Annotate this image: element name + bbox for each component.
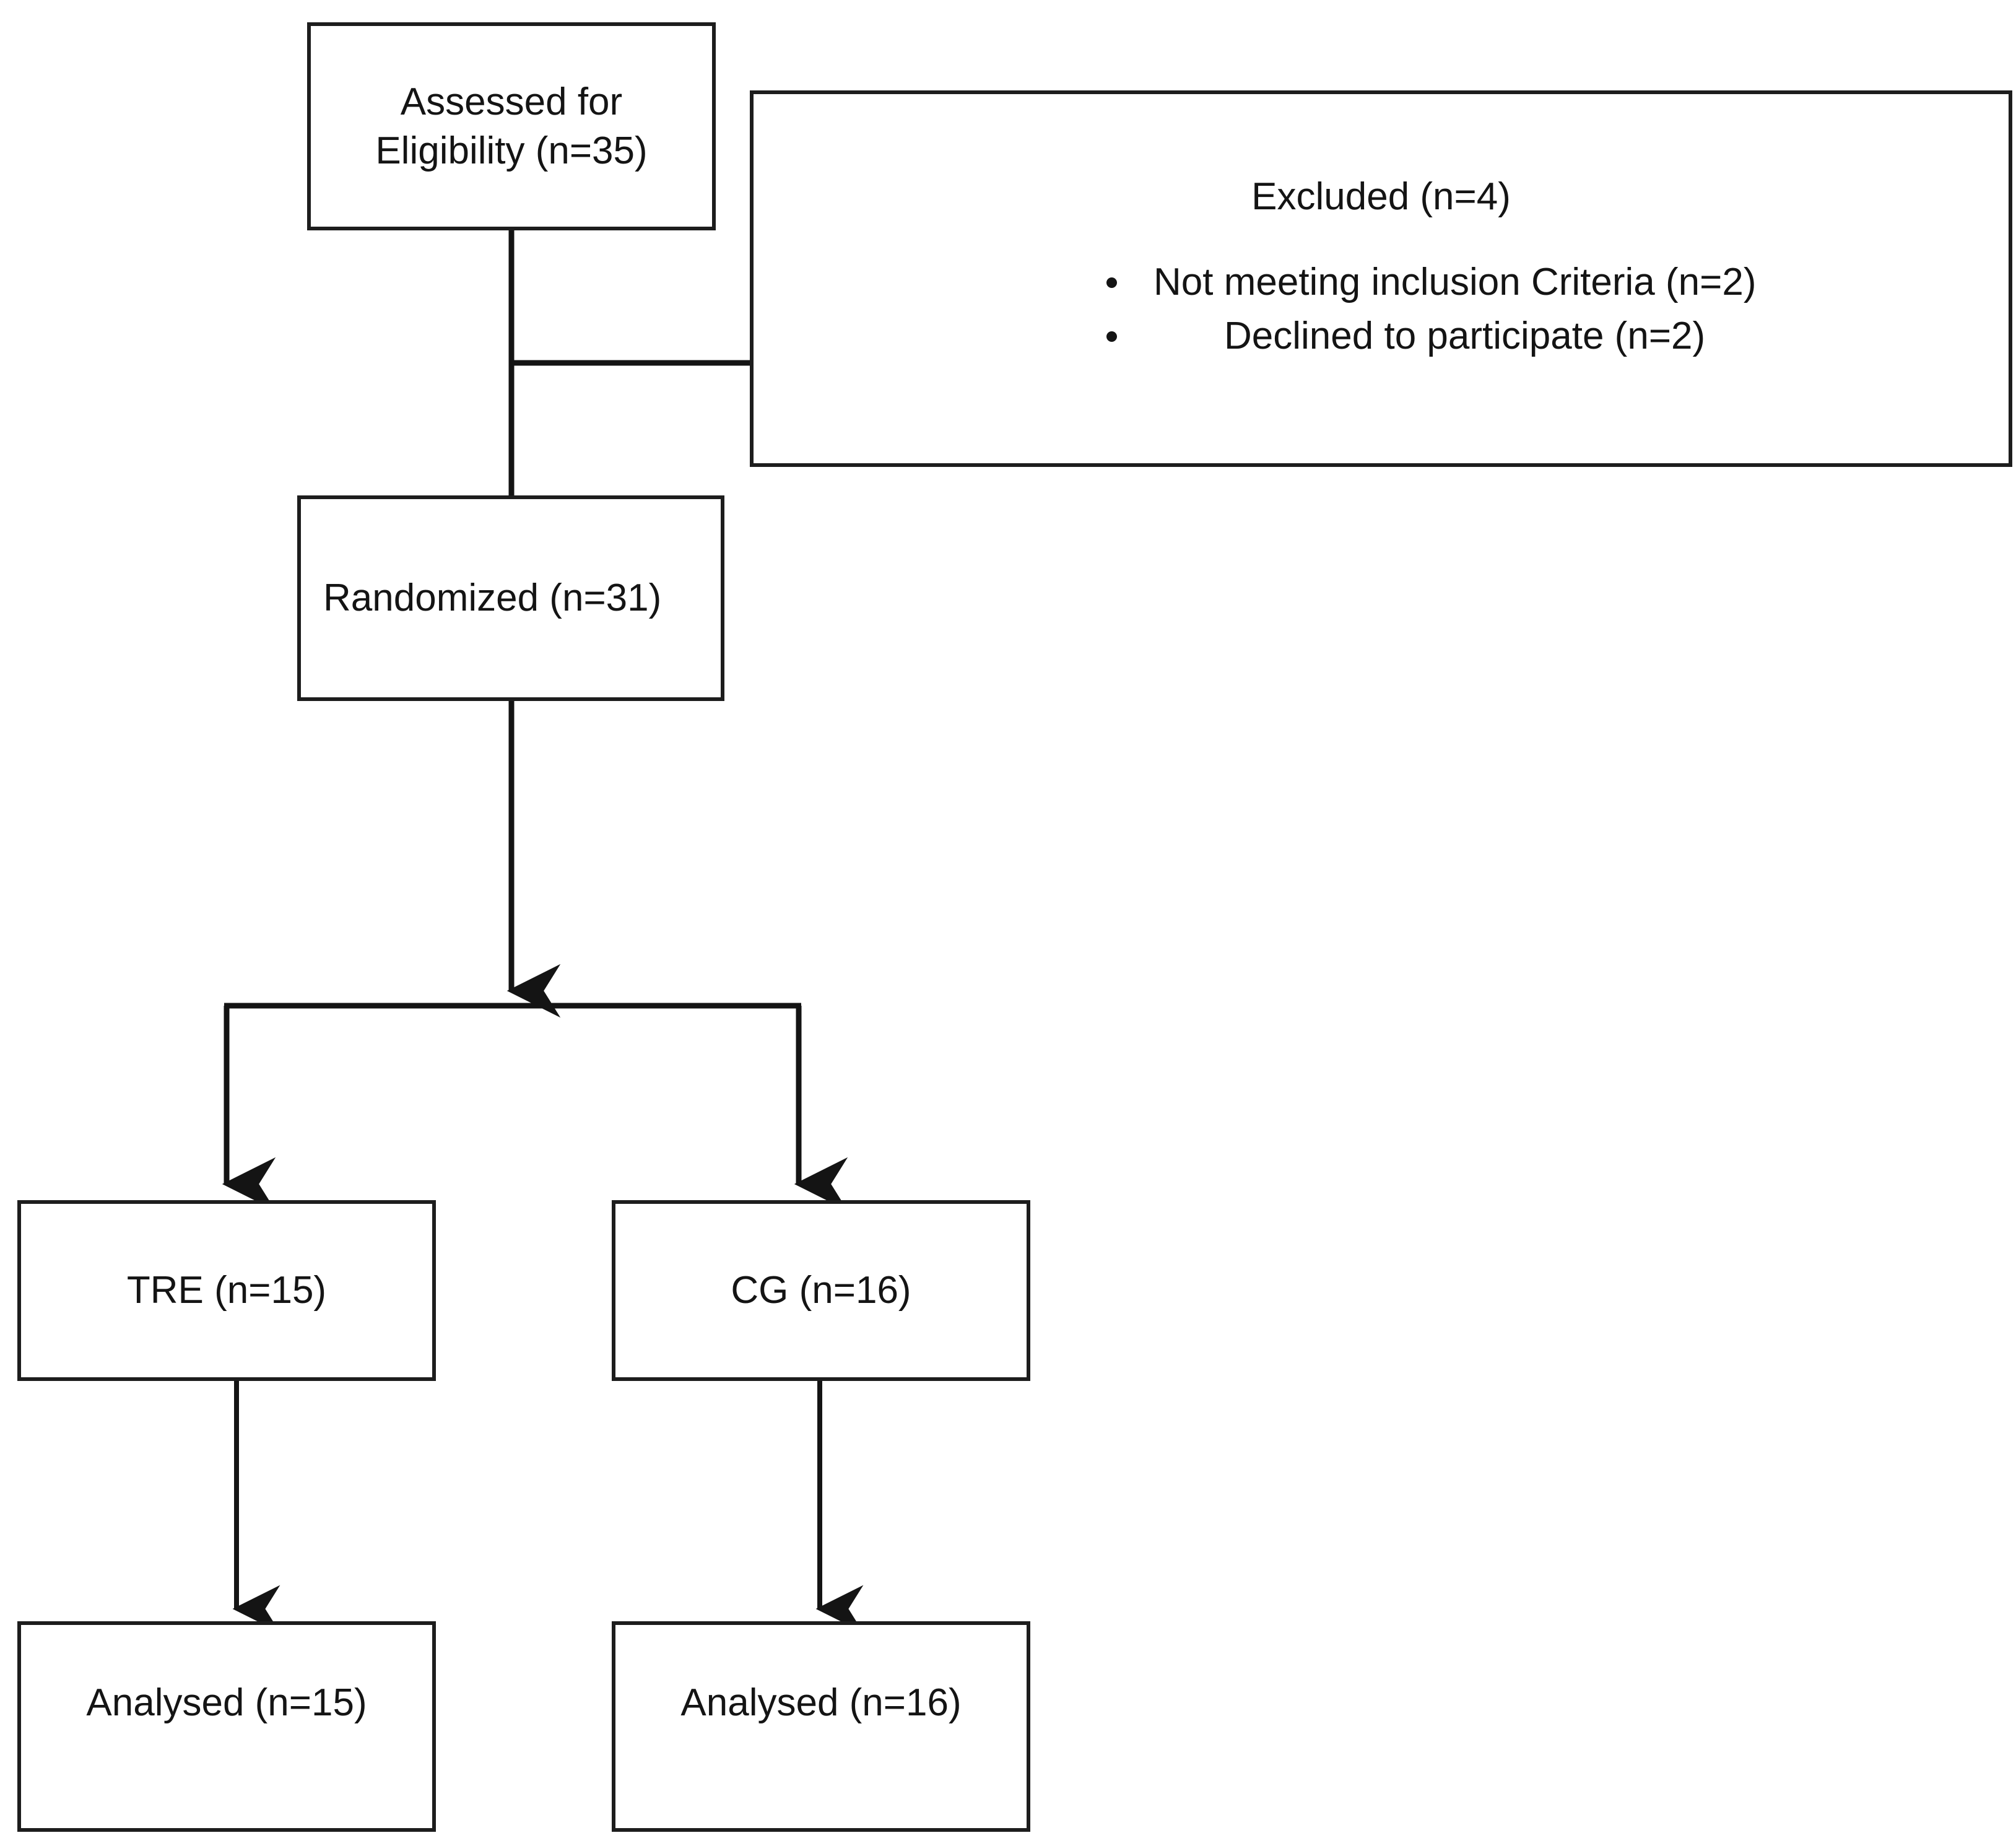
excluded-title: Excluded (n=4) <box>1251 175 1511 218</box>
node-excluded: Excluded (n=4) Not meeting inclusion Cri… <box>750 90 2012 467</box>
node-analysed-cg-label: Analysed (n=16) <box>680 1681 962 1724</box>
excluded-reason-item: Not meeting inclusion Criteria (n=2) <box>1100 258 1756 308</box>
node-analysed-tre: Analysed (n=15) <box>17 1621 436 1832</box>
node-randomized-label: Randomized (n=31) <box>323 577 662 620</box>
excluded-reason-label: Declined to participate (n=2) <box>1224 314 1706 357</box>
bullet-icon <box>1106 277 1117 288</box>
node-randomized: Randomized (n=31) <box>297 495 724 701</box>
node-tre-group: TRE (n=15) <box>17 1200 436 1381</box>
excluded-reason-item: Declined to participate (n=2) <box>1100 311 1756 362</box>
node-analysed-cg: Analysed (n=16) <box>612 1621 1030 1832</box>
node-analysed-tre-label: Analysed (n=15) <box>86 1681 367 1724</box>
node-assessed-label: Assessed for Eligibility (n=35) <box>375 80 648 172</box>
excluded-reason-label: Not meeting inclusion Criteria (n=2) <box>1154 261 1757 303</box>
node-cg-group: CG (n=16) <box>612 1200 1030 1381</box>
node-cg-label: CG (n=16) <box>731 1269 911 1312</box>
excluded-reason-list: Not meeting inclusion Criteria (n=2) Dec… <box>1100 258 1756 365</box>
excluded-content: Excluded (n=4) Not meeting inclusion Cri… <box>754 94 2009 463</box>
bullet-icon <box>1106 331 1117 342</box>
node-tre-label: TRE (n=15) <box>126 1269 327 1312</box>
node-assessed-for-eligibility: Assessed for Eligibility (n=35) <box>307 22 716 230</box>
